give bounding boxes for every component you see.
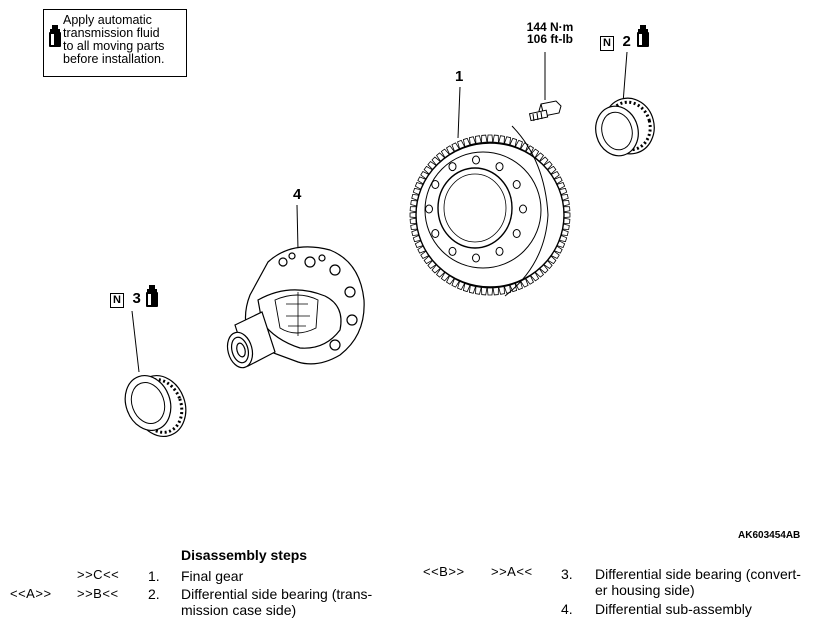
gear-tooth xyxy=(498,286,505,295)
bolt-hole xyxy=(472,155,480,165)
callout-2: 2 xyxy=(622,33,631,50)
fluid-bottle-icon xyxy=(637,25,649,47)
callout-4: 4 xyxy=(293,186,302,203)
gear-tooth xyxy=(503,284,512,294)
step-number: 3. xyxy=(561,566,573,582)
step-number: 2. xyxy=(148,586,160,602)
bolt-hole xyxy=(495,162,504,172)
bolt-hole xyxy=(431,229,440,238)
new-part-badge: N xyxy=(110,293,124,308)
step-name: Differential side bearing (convert- er h… xyxy=(595,566,801,598)
torque-spec: 144 N·m 106 ft-lb xyxy=(514,21,586,45)
step-name: Final gear xyxy=(181,568,244,584)
gear-tooth xyxy=(481,134,488,143)
step-number: 4. xyxy=(561,601,573,617)
final-gear xyxy=(409,125,571,297)
figure-id: AK603454AB xyxy=(738,530,801,541)
gear-tooth xyxy=(468,284,477,294)
ref-a: <<A>> xyxy=(10,586,52,601)
bolt-hole xyxy=(448,162,457,172)
bolt-hole xyxy=(472,253,480,263)
gear-tooth xyxy=(492,134,499,143)
torque-nm: 144 N·m xyxy=(526,20,574,34)
differential-side-bearing-case-side xyxy=(124,375,187,437)
differential-side-bearing-converter-side xyxy=(595,97,655,157)
bolt xyxy=(528,100,562,122)
callout-1: 1 xyxy=(455,68,464,85)
bolt-hole xyxy=(519,204,527,214)
exploded-view-illustration xyxy=(124,25,655,437)
fluid-bottle-icon xyxy=(49,25,61,47)
differential-case xyxy=(226,246,365,369)
lubrication-note: Apply automatic transmission fluid to al… xyxy=(43,9,187,77)
callout-3-group: N 3 xyxy=(110,290,141,308)
disassembly-title: Disassembly steps xyxy=(181,547,308,563)
gear-tooth xyxy=(498,135,505,144)
bolt-hole xyxy=(431,180,440,189)
callout-3: 3 xyxy=(132,290,141,307)
new-part-badge: N xyxy=(600,36,614,51)
gear-tooth xyxy=(503,136,512,146)
ref-b: >>A<< xyxy=(491,564,533,579)
ref-b: >>B<< xyxy=(77,586,119,601)
step-number: 1. xyxy=(148,568,160,584)
gear-tooth xyxy=(486,134,494,143)
bolt-hole xyxy=(425,204,433,214)
gear-tooth xyxy=(492,287,499,296)
fluid-bottle-icon xyxy=(146,285,158,307)
gear-tooth xyxy=(475,286,482,295)
lubrication-note-text: Apply automatic transmission fluid to al… xyxy=(63,13,165,66)
gear-tooth xyxy=(481,287,488,296)
bolt-hole xyxy=(495,246,504,256)
gear-tooth xyxy=(475,135,482,144)
callout-2-group: N 2 xyxy=(600,33,631,51)
bolt-hole xyxy=(512,229,521,238)
ref-a: <<B>> xyxy=(423,564,465,579)
torque-ftlb: 106 ft-lb xyxy=(526,32,573,46)
gear-tooth xyxy=(486,287,494,296)
final-gear-bolt-holes xyxy=(425,155,527,263)
ref-b: >>C<< xyxy=(77,567,120,582)
bolt-hole xyxy=(512,180,521,189)
gear-tooth xyxy=(468,136,477,146)
step-name: Differential sub-assembly xyxy=(595,601,752,617)
leader-lines xyxy=(131,51,628,373)
bolt-hole xyxy=(448,246,457,256)
step-name: Differential side bearing (trans- missio… xyxy=(181,586,373,618)
